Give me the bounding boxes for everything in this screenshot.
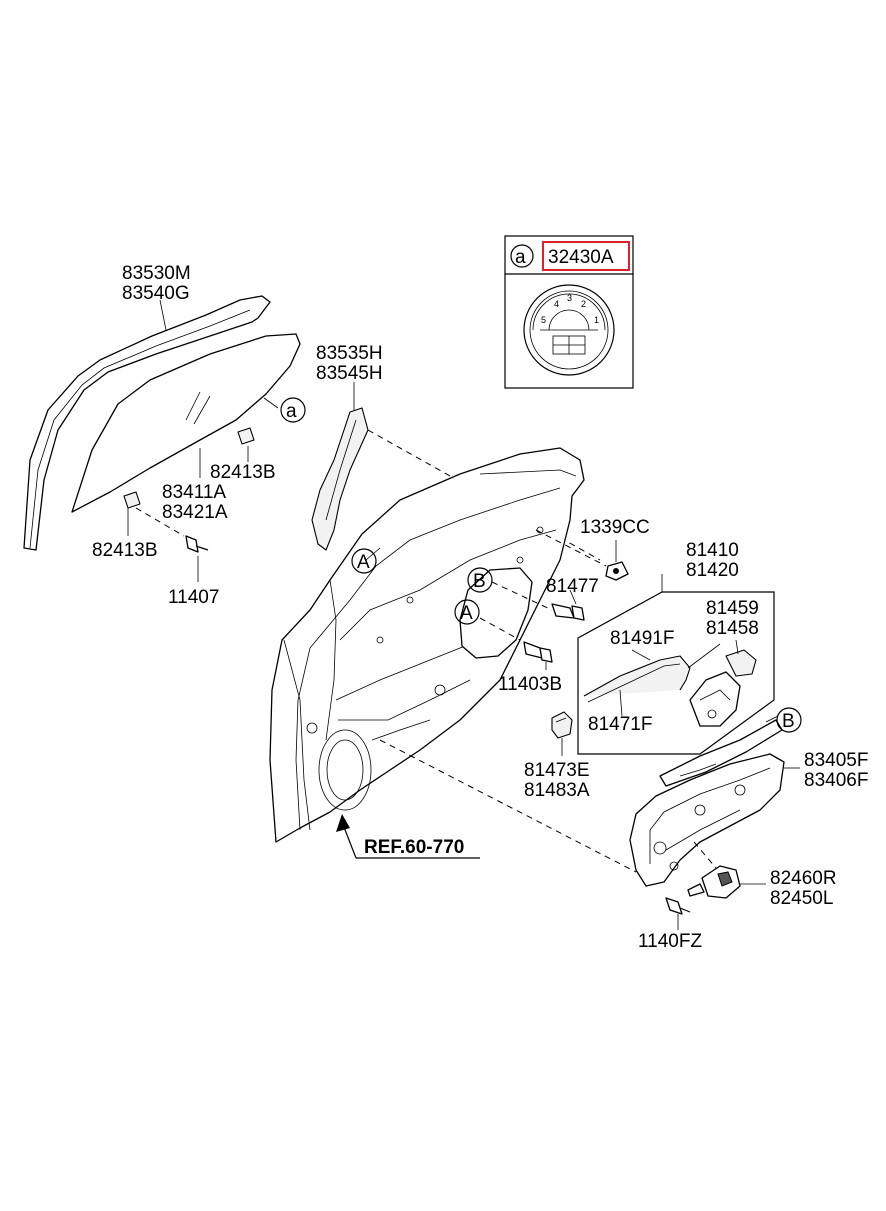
label-83530m: 83530M — [122, 263, 191, 284]
dial-number-3: 3 — [567, 293, 572, 303]
bolt-11407 — [185, 535, 209, 553]
inset-a-label: a — [515, 247, 526, 268]
label-1140fz: 1140FZ — [638, 931, 702, 952]
door-inner-panel — [269, 447, 585, 843]
ref-note: REF.60-770 — [364, 837, 464, 858]
door-glass — [71, 333, 301, 513]
label-1339cc: 1339CC — [580, 517, 650, 538]
inset-box — [504, 235, 634, 389]
dial-number-5: 5 — [541, 315, 546, 325]
nut-1339cc — [605, 561, 629, 581]
dial-number-4: 4 — [554, 299, 559, 309]
ref-a-panel: A — [357, 552, 370, 573]
label-83411a: 83411A — [162, 482, 226, 503]
rear-channel — [311, 407, 369, 551]
callout-a: a — [286, 401, 297, 422]
label-11403b: 11403B — [498, 674, 562, 695]
label-83540g: 83540G — [122, 283, 190, 304]
label-81471f: 81471F — [588, 714, 652, 735]
label-81458: 81458 — [706, 618, 759, 639]
dial-number-2: 2 — [581, 299, 586, 309]
label-83405f: 83405F — [804, 750, 868, 771]
glass-holder-left — [123, 491, 141, 509]
label-82460r: 82460R — [770, 868, 837, 889]
label-82413b-top: 82413B — [210, 462, 276, 483]
label-11407: 11407 — [168, 587, 219, 608]
label-83535h: 83535H — [316, 343, 383, 364]
label-81420: 81420 — [686, 560, 739, 581]
regulator-motor — [687, 865, 741, 899]
module-plate — [459, 567, 533, 659]
bolt-81477 — [551, 603, 585, 621]
label-83421a: 83421A — [162, 502, 228, 523]
label-82413b-left: 82413B — [92, 540, 158, 561]
label-81473e: 81473E — [524, 760, 590, 781]
label-81491f: 81491F — [610, 628, 674, 649]
label-83545h: 83545H — [316, 363, 383, 384]
label-81459: 81459 — [706, 598, 759, 619]
glass-holder-top — [237, 427, 255, 445]
ref-b-regulator: B — [782, 711, 795, 732]
dial-number-1: 1 — [594, 315, 599, 325]
label-81477: 81477 — [546, 576, 599, 597]
label-82450l: 82450L — [770, 888, 833, 909]
label-83406f: 83406F — [804, 770, 868, 791]
latch-module-box — [577, 591, 775, 755]
bolt-11403b — [523, 641, 553, 663]
window-run-channel — [23, 295, 271, 551]
label-32430a: 32430A — [548, 247, 614, 268]
ref-arrow — [336, 814, 480, 859]
label-81410: 81410 — [686, 540, 739, 561]
window-regulator — [629, 719, 785, 887]
ref-a-plate: A — [460, 603, 473, 624]
clip-81473e — [551, 711, 573, 739]
ref-b-plate: B — [473, 571, 486, 592]
label-81483a: 81483A — [524, 780, 590, 801]
bolt-1140fz — [665, 897, 691, 915]
